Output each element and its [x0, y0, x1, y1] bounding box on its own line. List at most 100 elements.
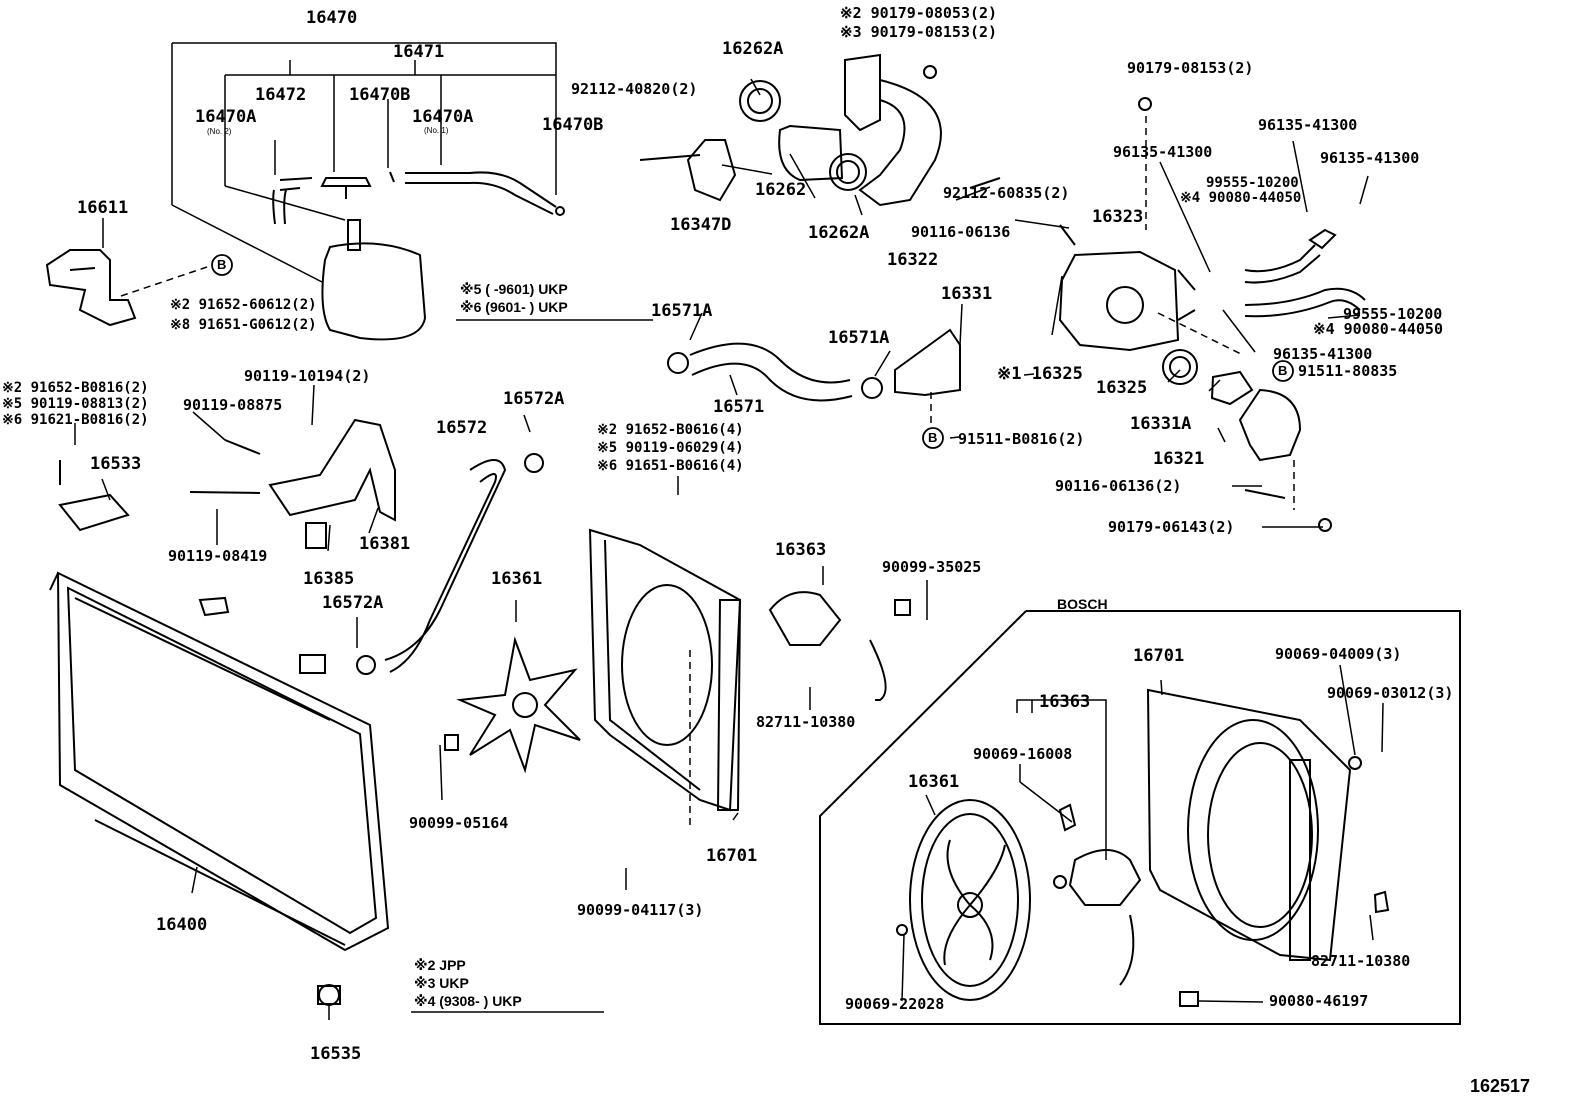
part-label: 16571A — [828, 328, 890, 348]
part-label: 16470 — [306, 8, 358, 28]
part-label: 90080-46197 — [1269, 992, 1369, 1010]
part-label: 90116-06136 — [911, 223, 1011, 241]
bosch-frame — [820, 611, 1460, 1024]
thermostat-housing — [1060, 98, 1365, 531]
part-label: 16535 — [310, 1044, 362, 1064]
reservoir-tank — [273, 172, 564, 339]
hose-16572 — [357, 454, 543, 674]
part-label: 16347D — [670, 215, 732, 235]
part-label: 90069-03012(3) — [1327, 684, 1454, 702]
part-label: 90099-05164 — [409, 814, 509, 832]
bracket-16611 — [47, 250, 135, 325]
part-label: 16262A — [722, 39, 784, 59]
part-label: 16470A — [412, 107, 474, 127]
figure-number: 162517 — [1470, 1076, 1531, 1096]
part-label: ※1 16325 — [997, 364, 1083, 384]
part-label: 16701 — [706, 846, 758, 866]
part-label: 16331 — [941, 284, 993, 304]
part-label: 16533 — [90, 454, 142, 474]
part-label: 90099-35025 — [882, 558, 982, 576]
part-label: 16701 — [1133, 646, 1185, 666]
part-label: 96135-41300 — [1273, 345, 1373, 363]
part-label: 90119-08419 — [168, 547, 268, 565]
part-label: ※2 90179-08053(2) — [840, 4, 998, 22]
part-label: ※3 90179-08153(2) — [840, 23, 998, 41]
footnote: ※4 (9308- ) UKP — [414, 993, 522, 1009]
part-label: 16400 — [156, 915, 208, 935]
part-label: 16363 — [1039, 692, 1091, 712]
part-label: 92112-60835(2) — [943, 184, 1070, 202]
part-label: 82711-10380 — [1311, 952, 1411, 970]
part-label: 16361 — [491, 569, 543, 589]
part-label: 16571 — [713, 397, 765, 417]
part-label: 90069-22028 — [845, 995, 945, 1013]
part-label: 99555-10200 — [1343, 305, 1443, 323]
part-label: 16611 — [77, 198, 129, 218]
part-label: ※2 91652-60612(2) — [170, 297, 317, 313]
part-label: 90179-08153(2) — [1127, 59, 1254, 77]
part-label: (No. 2) — [207, 127, 232, 136]
part-label: 16325 — [1096, 378, 1148, 398]
part-label: 16470B — [542, 115, 604, 135]
part-label: 92112-40820(2) — [571, 80, 698, 98]
part-label: ※8 91651-G0612(2) — [170, 317, 317, 333]
part-label: 90099-04117(3) — [577, 901, 704, 919]
part-label: 16363 — [775, 540, 827, 560]
circle-markers — [212, 255, 1293, 448]
part-label: ※4 90080-44050 — [1313, 320, 1443, 338]
part-label: 90069-04009(3) — [1275, 645, 1402, 663]
hose-16571 — [668, 330, 960, 400]
part-label: 16572A — [322, 593, 384, 613]
footnote: ※6 (9601- ) UKP — [460, 299, 568, 315]
part-label: 16321 — [1153, 449, 1205, 469]
part-label: ※6 91621-B0816(2) — [2, 412, 149, 428]
part-label: ※2 91652-B0616(4) — [597, 422, 744, 438]
circle-marker-letter: B — [217, 257, 227, 272]
bosch-fan-assembly — [897, 690, 1388, 1006]
part-label: 16262 — [755, 180, 807, 200]
part-label: 16385 — [303, 569, 355, 589]
part-label: 16361 — [908, 772, 960, 792]
part-label: 16470B — [349, 85, 411, 105]
part-label: 91511-B0816(2) — [958, 430, 1085, 448]
radiator — [50, 573, 388, 1005]
part-label: 90119-08875 — [183, 396, 283, 414]
part-label: (No. 1) — [424, 126, 449, 135]
footnote: ※5 ( -9601) UKP — [460, 281, 568, 297]
fan-shroud — [445, 530, 910, 810]
part-label: 82711-10380 — [756, 713, 856, 731]
part-label: ※2 91652-B0816(2) — [2, 380, 149, 396]
part-label: 16572 — [436, 418, 488, 438]
part-label: 16471 — [393, 42, 445, 62]
part-label: 91511-80835 — [1298, 362, 1398, 380]
part-label: 90119-10194(2) — [244, 367, 371, 385]
part-label: 16572A — [503, 389, 565, 409]
circle-marker-letter: B — [1278, 363, 1288, 378]
part-label: 16571A — [651, 301, 713, 321]
part-label: 96135-41300 — [1258, 116, 1358, 134]
part-label: 16470A — [195, 107, 257, 127]
part-label: ※5 90119-08813(2) — [2, 396, 149, 412]
part-label: 90179-06143(2) — [1108, 518, 1235, 536]
part-label: ※6 91651-B0616(4) — [597, 458, 744, 474]
part-label: 96135-41300 — [1113, 143, 1213, 161]
section-title: BOSCH — [1057, 596, 1108, 612]
part-label: 16262A — [808, 223, 870, 243]
circle-marker-letter: B — [928, 430, 938, 445]
part-label: 90116-06136(2) — [1055, 477, 1182, 495]
part-label: 16322 — [887, 250, 939, 270]
footnote: ※2 JPP — [414, 957, 466, 973]
part-label: 16331A — [1130, 414, 1192, 434]
part-label: 16381 — [359, 534, 411, 554]
part-label: ※5 90119-06029(4) — [597, 440, 744, 456]
water-outlet-group — [640, 55, 1075, 245]
bracket-16381 — [60, 420, 395, 548]
part-label: 99555-10200 — [1206, 175, 1299, 191]
note-underlines — [411, 320, 653, 1012]
part-label: 16323 — [1092, 207, 1144, 227]
part-label: 16472 — [255, 85, 307, 105]
footnote: ※3 UKP — [414, 975, 469, 991]
part-label: ※4 90080-44050 — [1180, 190, 1302, 206]
part-label: 90069-16008 — [973, 745, 1073, 763]
